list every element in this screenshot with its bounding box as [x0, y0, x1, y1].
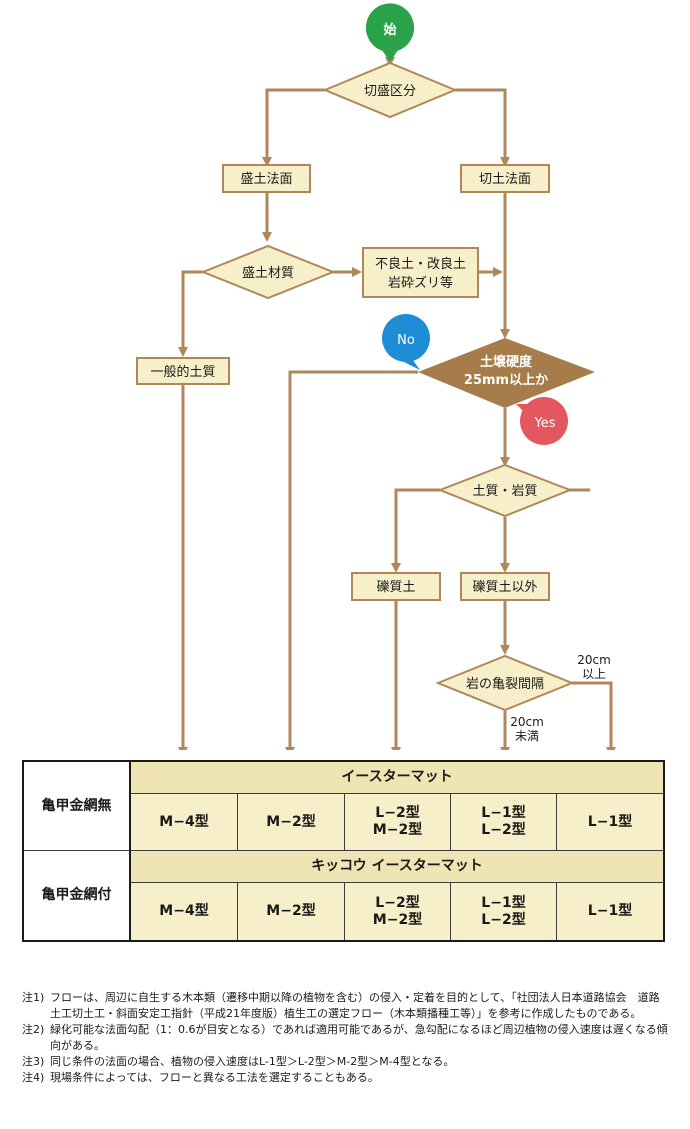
decision-crack-interval: 岩の亀裂間隔: [435, 654, 575, 712]
row1-type-5: L−1型: [557, 794, 663, 851]
row1-type-1: M−4型: [131, 794, 238, 851]
type-line: M−2型: [266, 813, 316, 830]
type-line: L−2型: [375, 894, 420, 911]
type-line: M−4型: [159, 903, 209, 919]
box-gravel: 礫質土: [351, 572, 441, 601]
row2-header: 亀甲金網付: [24, 851, 131, 940]
decision-cut-fill: 切盛区分: [322, 61, 458, 119]
note-text: 同じ条件の法面の場合、植物の侵入速度はL-1型＞L-2型＞M-2型＞M-4型とな…: [50, 1055, 455, 1068]
note-text: 現場条件によっては、フローと異なる工法を選定することもある。: [50, 1071, 379, 1084]
type-line: L−2型: [375, 805, 420, 821]
no-badge: No: [382, 314, 430, 370]
row1-type-2: M−2型: [238, 794, 345, 851]
note-text: 緑化可能な法面勾配（1：0.6が目安となる）であれば適用可能であるが、急勾配にな…: [50, 1023, 668, 1052]
gravel-label: 礫質土: [376, 579, 415, 595]
row1-header: 亀甲金網無: [24, 762, 131, 851]
type-line: L−1型: [481, 894, 526, 911]
type-line: L−2型: [481, 822, 526, 838]
note-label: 注3): [22, 1055, 45, 1068]
note-label: 注4): [22, 1071, 45, 1084]
cut-slope-label: 切土法面: [479, 172, 531, 187]
row1-type-3: L−2型 M−2型: [345, 794, 451, 851]
note-1: 注1) フローは、周辺に自生する木本類（遷移中期以降の植物を含む）の侵入・定着を…: [22, 990, 670, 1022]
selection-flowchart: 始 切盛区分 盛土法面 切土法面 盛土材質 不良土・改良土 岩砕ズリ等 一般的土…: [136, 3, 616, 750]
yes-label: Yes: [534, 416, 556, 431]
note-label: 注2): [22, 1023, 45, 1036]
note-text: フローは、周辺に自生する木本類（遷移中期以降の植物を含む）の侵入・定着を目的とし…: [50, 991, 660, 1020]
row2-type-4: L−1型 L−2型: [451, 883, 557, 940]
note-label: 注1): [22, 991, 45, 1004]
type-line: M−2型: [372, 822, 423, 838]
over20-line1: 20cm: [577, 653, 611, 667]
note-3: 注3) 同じ条件の法面の場合、植物の侵入速度はL-1型＞L-2型＞M-2型＞M-…: [22, 1054, 670, 1070]
box-fill-slope: 盛土法面: [222, 164, 311, 193]
poor-soil-line2: 岩砕ズリ等: [388, 275, 453, 291]
row2-product: キッコウ イースターマット: [131, 851, 663, 883]
box-non-gravel: 礫質土以外: [460, 572, 550, 601]
fill-slope-label: 盛土法面: [240, 172, 292, 187]
hardness-line2: 25mm以上か: [464, 373, 548, 388]
row2-type-3: L−2型 M−2型: [345, 883, 451, 940]
start-label: 始: [383, 22, 396, 38]
no-label: No: [397, 333, 415, 348]
decision-fill-material: 盛土材質: [200, 244, 336, 300]
row2-type-2: M−2型: [238, 883, 345, 940]
type-line: M−4型: [159, 813, 209, 830]
type-line: L−2型: [481, 911, 526, 928]
crack-label: 岩の亀裂間隔: [466, 677, 544, 692]
decision-soil-rock: 土質・岩質: [437, 463, 573, 518]
type-line: L−1型: [481, 805, 526, 821]
row1-product: イースターマット: [131, 762, 663, 794]
non-gravel-label: 礫質土以外: [472, 579, 537, 595]
fill-material-label: 盛土材質: [242, 266, 294, 281]
note-4: 注4) 現場条件によっては、フローと異なる工法を選定することもある。: [22, 1070, 670, 1086]
notes: 注1) フローは、周辺に自生する木本類（遷移中期以降の植物を含む）の侵入・定着を…: [22, 990, 670, 1086]
type-line: L−1型: [587, 813, 633, 830]
row1-type-4: L−1型 L−2型: [451, 794, 557, 851]
hardness-line1: 土壌硬度: [480, 354, 533, 370]
note-2: 注2) 緑化可能な法面勾配（1：0.6が目安となる）であれば適用可能であるが、急…: [22, 1022, 670, 1054]
box-poor-soil: 不良土・改良土 岩砕ズリ等: [362, 247, 479, 298]
over20-line2: 以上: [582, 667, 606, 681]
type-line: L−1型: [587, 903, 633, 919]
start-badge: 始: [365, 3, 414, 63]
result-table: 亀甲金網無 イースターマット M−4型 M−2型 L−2型 M−2型 L−1型 …: [22, 760, 665, 942]
cut-fill-label: 切盛区分: [364, 84, 416, 99]
general-soil-label: 一般的土質: [150, 364, 215, 380]
type-line: M−2型: [372, 911, 423, 928]
type-line: M−2型: [266, 903, 316, 919]
poor-soil-line1: 不良土・改良土: [375, 256, 466, 272]
row2-type-5: L−1型: [557, 883, 663, 940]
row2-type-1: M−4型: [131, 883, 238, 940]
decision-soil-hardness: 土壌硬度 25mm以上か: [418, 338, 595, 408]
soil-rock-label: 土質・岩質: [472, 484, 537, 499]
under20-line2: 未満: [515, 729, 539, 743]
box-general-soil: 一般的土質: [136, 357, 230, 385]
under20-line1: 20cm: [510, 715, 544, 729]
yes-badge: Yes: [516, 397, 568, 445]
box-cut-slope: 切土法面: [460, 164, 550, 193]
